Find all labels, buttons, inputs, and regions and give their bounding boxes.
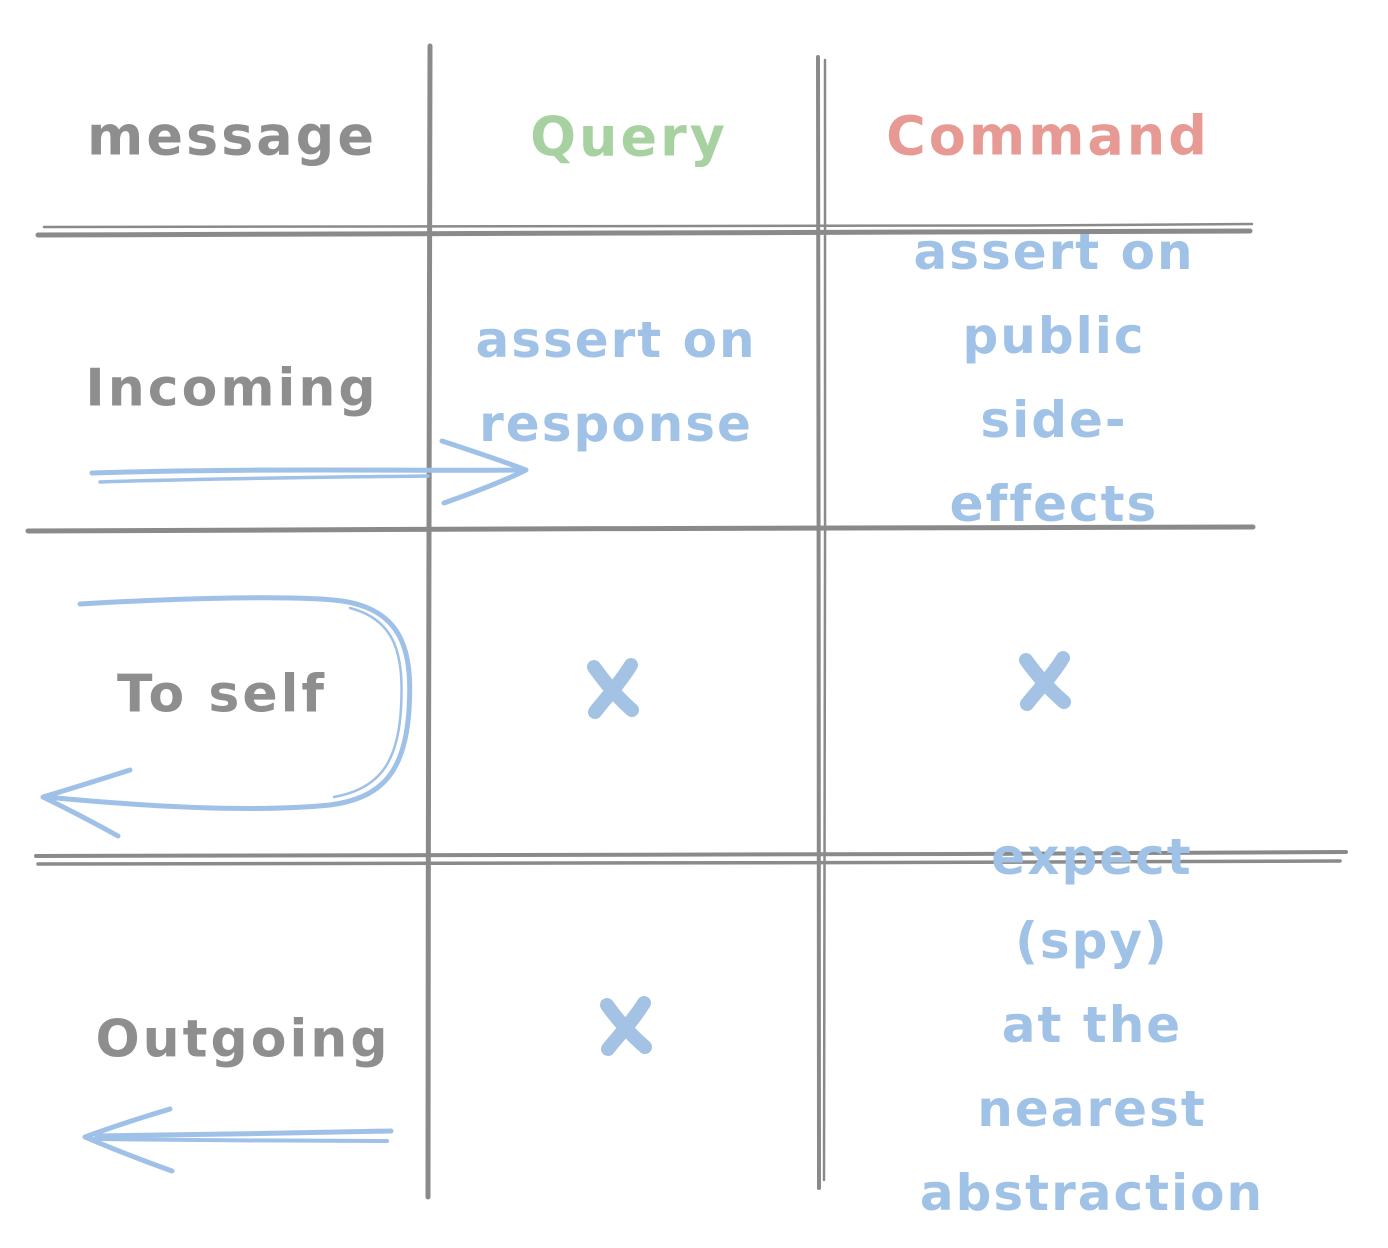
grid-horizontal-line-1-echo [42, 222, 1254, 229]
x-stroke [1020, 651, 1070, 711]
cell-incoming-command: assert on public side-effects [913, 223, 1195, 533]
x-marks [587, 651, 1071, 1056]
grid-vertical-line-2 [816, 55, 821, 1190]
x-stroke [601, 996, 651, 1056]
incoming-arrow-head [439, 438, 529, 506]
row-label-outgoing: Outgoing [95, 1009, 391, 1070]
incoming-right-arrow [89, 438, 529, 506]
column-header-query: Query [530, 105, 728, 169]
x-mark-outgoing-query [600, 996, 652, 1056]
corner-header-message: message [87, 104, 377, 168]
u-turn-arrow-curve-echo [332, 606, 403, 799]
grid-horizontal-line-3-echo [36, 859, 1342, 866]
incoming-arrow-shaft [89, 467, 523, 476]
row-label-to-self: To self [116, 664, 328, 725]
grid-lines [25, 43, 1348, 1200]
cell-outgoing-command: expect (spy) at the nearest abstraction [919, 828, 1265, 1222]
outgoing-left-arrow [82, 1106, 394, 1174]
grid-horizontal-line-2 [25, 524, 1256, 534]
row-label-incoming: Incoming [85, 358, 379, 419]
outgoing-arrow-shaft-echo [91, 1137, 389, 1143]
x-mark-to-self-command [1019, 651, 1071, 711]
outgoing-arrow-shaft [94, 1128, 394, 1139]
x-mark-to-self-query [587, 658, 639, 719]
outgoing-arrow-head [82, 1106, 175, 1174]
u-turn-arrow-head [40, 767, 133, 839]
grid-horizontal-line-3 [34, 850, 1348, 858]
incoming-arrow-shaft-echo [98, 474, 430, 484]
cell-incoming-query: assert on response [475, 311, 757, 453]
u-turn-arrow-curve [43, 595, 413, 811]
column-header-command: Command [886, 104, 1210, 168]
grid-vertical-line-2-echo [822, 58, 827, 1182]
x-stroke [588, 658, 638, 719]
grid-vertical-line-1 [425, 43, 433, 1200]
grid-horizontal-line-1 [35, 228, 1253, 238]
to-self-u-turn-arrow [40, 595, 413, 839]
